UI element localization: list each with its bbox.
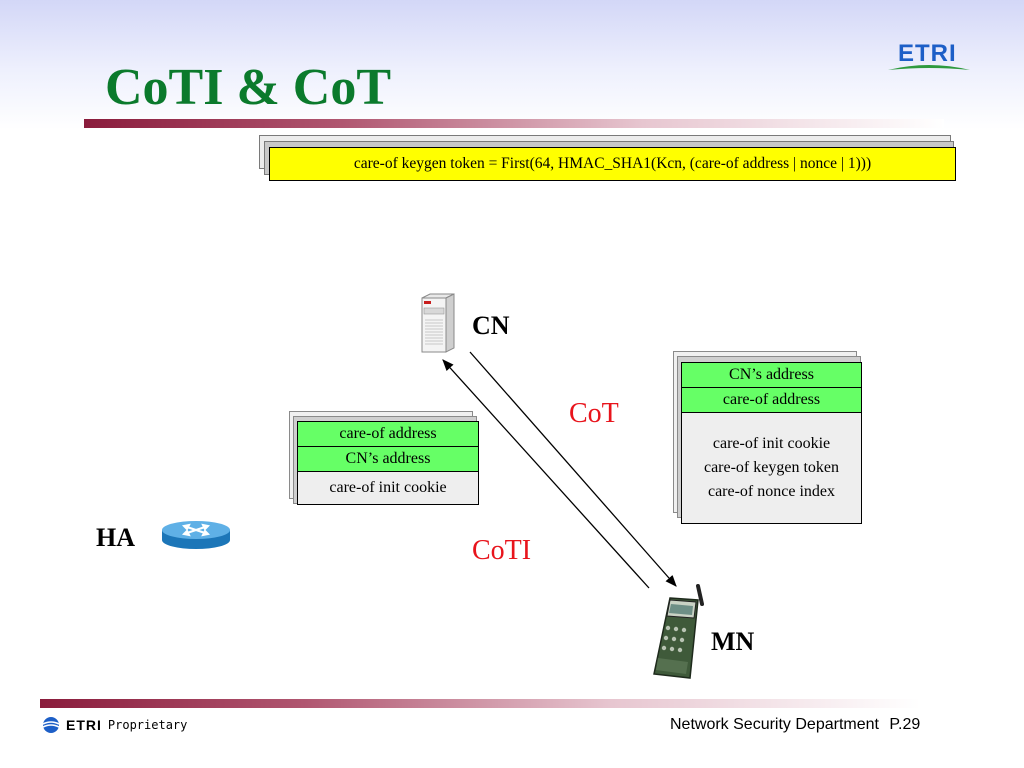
cot-row-cn-address: CN’s address xyxy=(681,362,862,388)
cot-row-careof-address: care-of address xyxy=(681,387,862,413)
keygen-token-formula: care-of keygen token = First(64, HMAC_SH… xyxy=(269,147,956,181)
coti-row-careof-address: care-of address xyxy=(297,421,479,447)
footer-department: Network Security Department P.29 xyxy=(670,716,920,734)
cot-row-init-cookie: care-of init cookie xyxy=(712,435,831,452)
coti-row-cn-address: CN’s address xyxy=(297,446,479,472)
server-icon xyxy=(421,293,455,353)
footer-department-name: Network Security Department xyxy=(670,716,879,733)
mobile-phone-icon xyxy=(653,584,704,679)
coti-message-box: care-of address CN’s address care-of ini… xyxy=(297,421,479,505)
coti-label: CoTI xyxy=(472,535,532,566)
footer-proprietary: Proprietary xyxy=(107,718,188,732)
title-underline xyxy=(84,119,944,128)
coti-row-init-cookie: care-of init cookie xyxy=(297,471,479,505)
footer-bar xyxy=(40,699,920,708)
ha-label: HA xyxy=(96,523,135,552)
cot-row-nonce-index: care-of nonce index xyxy=(707,483,836,500)
cot-message-box: CN’s address care-of address care-of ini… xyxy=(681,362,862,524)
etri-logo: ETRI xyxy=(886,40,972,74)
cn-label: CN xyxy=(472,311,510,340)
etri-logo-text: ETRI xyxy=(898,40,957,67)
router-icon xyxy=(162,521,230,549)
etri-logo-swoosh-icon xyxy=(888,65,970,70)
footer-brand-name: ETRI xyxy=(66,717,102,733)
etri-globe-icon xyxy=(42,717,60,733)
slide-title: CoTI & CoT xyxy=(105,59,392,116)
cot-row-body: care-of init cookie care-of keygen token… xyxy=(681,412,862,524)
footer-brand: ETRI Proprietary xyxy=(42,716,187,734)
cot-arrow xyxy=(469,351,677,587)
mn-label: MN xyxy=(711,627,755,656)
cot-label: CoT xyxy=(569,398,619,429)
footer-page-number: P.29 xyxy=(889,716,921,733)
cot-row-keygen-token: care-of keygen token xyxy=(703,459,840,476)
coti-arrow xyxy=(442,359,650,589)
